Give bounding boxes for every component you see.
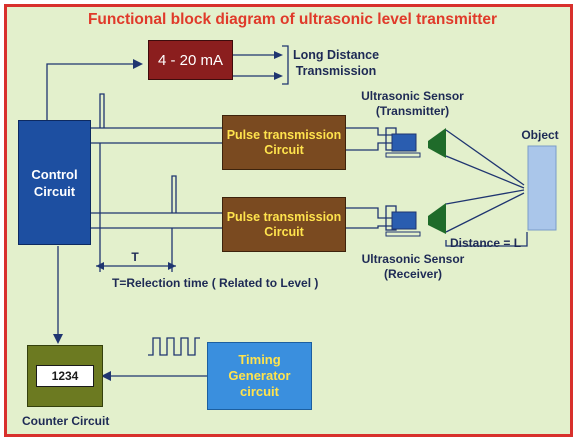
clock-waveform: [148, 337, 200, 356]
arrowhead-t-left: [96, 262, 104, 270]
counter-display: 1234: [36, 365, 94, 387]
arrowhead-timing: [101, 371, 111, 381]
arrowhead-t-right: [168, 262, 176, 270]
line-pulse-tx-to-sensor-lower: [346, 142, 395, 151]
arrowhead-long-1: [274, 51, 283, 59]
sensor-receiver-label: Ultrasonic Sensor (Receiver): [361, 252, 465, 281]
long-distance-label: Long Distance Transmission: [292, 48, 380, 78]
arrowhead-counter: [53, 334, 63, 344]
object-block: [527, 145, 557, 231]
line-pulse-rx-to-sensor-lower: [346, 225, 395, 229]
arrowhead-current: [133, 59, 143, 69]
pulse-transmission-tx-block: Pulse transmission Circuit: [222, 115, 346, 170]
reflection-time-label: T=Relection time ( Related to Level ): [112, 276, 319, 290]
counter-circuit-label: Counter Circuit: [22, 414, 110, 428]
rx-pulse-waveform: [171, 175, 177, 213]
long-distance-bracket: [282, 45, 289, 85]
pulse-transmission-rx-block: Pulse transmission Circuit: [222, 197, 346, 252]
counter-circuit-block: 1234: [27, 345, 103, 407]
arrowhead-long-2: [274, 72, 283, 80]
ultrasonic-sensor-receiver-icon: [385, 203, 446, 237]
control-circuit-block: Control Circuit: [18, 120, 91, 245]
line-pulse-tx-to-sensor: [346, 127, 395, 136]
timing-generator-block: Timing Generator circuit: [207, 342, 312, 410]
current-output-block: 4 - 20 mA: [148, 40, 233, 80]
sensor-transmitter-label: Ultrasonic Sensor (Transmitter): [361, 89, 464, 118]
distance-marker: [445, 232, 528, 247]
object-label: Object: [521, 128, 559, 142]
tx-pulse-waveform: [99, 93, 105, 128]
beam-tx-top: [445, 129, 525, 186]
ultrasonic-sensor-transmitter-icon: [385, 127, 446, 158]
beam-tx-bottom: [445, 155, 525, 189]
line-pulse-rx-to-sensor: [346, 207, 395, 219]
beam-rx-top: [445, 189, 525, 205]
distance-label: Distance = L: [450, 236, 522, 250]
diagram-title: Functional block diagram of ultrasonic l…: [87, 11, 498, 28]
t-label: T: [131, 250, 139, 264]
line-control-to-current: [46, 63, 135, 120]
beam-rx-bottom: [445, 192, 525, 233]
